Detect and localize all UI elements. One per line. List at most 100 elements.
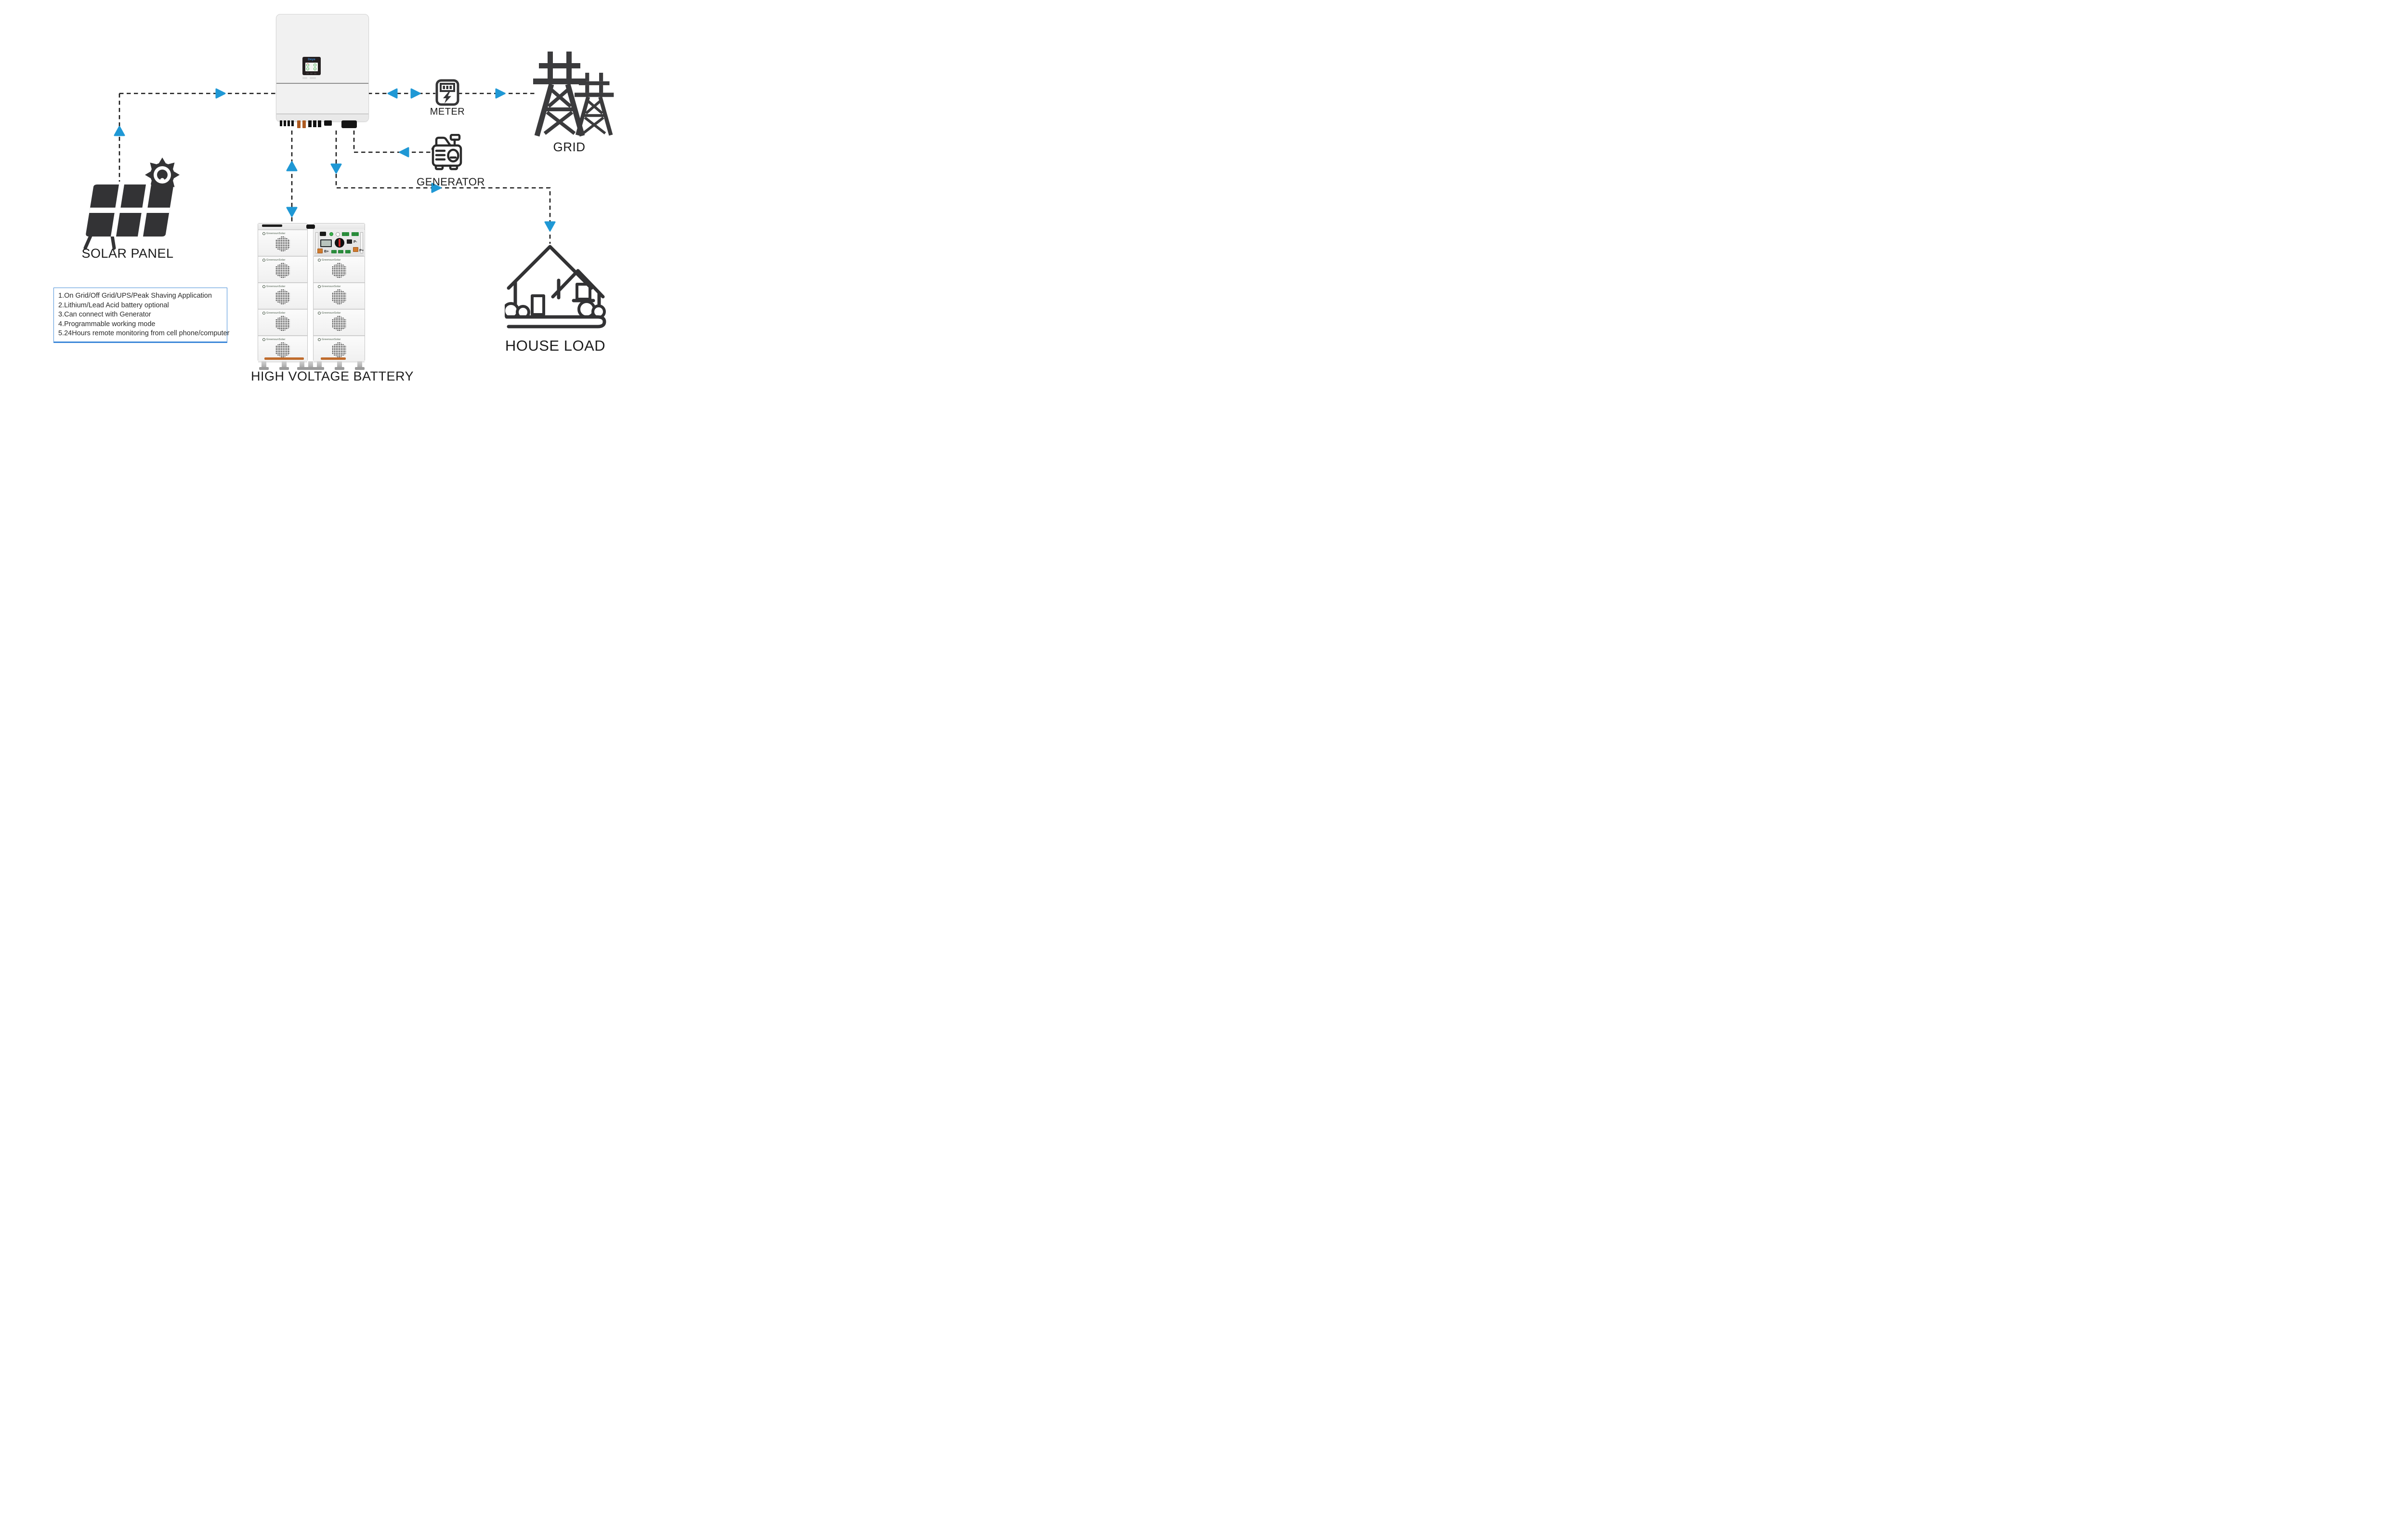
- vent-hexagon-icon: [275, 289, 290, 305]
- brand-text: GreensunSolar: [266, 338, 286, 341]
- connection-lines: [114, 88, 556, 244]
- vent-hexagon-icon: [332, 315, 346, 332]
- inverter-brand-logo: Deye: [308, 58, 315, 61]
- p-plus-label: P+: [359, 248, 364, 252]
- b-plus-terminal: [317, 249, 323, 253]
- touch-button: [306, 73, 309, 74]
- flow-arrow-right-icon: [215, 88, 226, 99]
- vent-hexagon-icon: [332, 289, 346, 305]
- leveling-foot: [297, 361, 307, 370]
- green-terminal-block: [338, 250, 343, 253]
- inverter-seam: [276, 83, 368, 84]
- brand-text: GreensunSolar: [322, 259, 341, 262]
- brand-text: GreensunSolar: [266, 312, 286, 315]
- inverter-label-tag: [310, 77, 316, 79]
- control-handle: [360, 232, 363, 253]
- wire-generator: [353, 131, 432, 153]
- battery-tower-left: GreensunSolar GreensunSolar GreensunSola…: [258, 223, 308, 362]
- inter-tower-cable: [306, 224, 315, 229]
- green-terminal-block: [345, 250, 351, 253]
- leveling-foot: [279, 361, 289, 370]
- battery-brand-logo: GreensunSolar: [262, 259, 286, 262]
- battery-module: GreensunSolar: [258, 283, 307, 309]
- control-handle: [315, 232, 318, 253]
- vent-hexagon-icon: [275, 236, 290, 252]
- solar-panel-icon: [83, 158, 180, 250]
- green-terminal-block: [352, 232, 359, 236]
- flow-arrow-right-icon: [410, 88, 421, 99]
- flow-arrow-down-icon: [286, 207, 298, 217]
- generator-label: GENERATOR: [417, 176, 485, 188]
- battery-feet: [258, 361, 365, 371]
- battery-brand-logo: GreensunSolar: [262, 312, 286, 315]
- generator-foot: [449, 164, 458, 171]
- brand-text: GreensunSolar: [322, 338, 341, 341]
- grid-label: GRID: [553, 140, 586, 154]
- green-terminal-block: [342, 232, 349, 236]
- power-led: [329, 232, 333, 236]
- flow-arrows: [114, 88, 556, 232]
- vent-hexagon-icon: [275, 315, 290, 332]
- leveling-foot: [306, 361, 315, 370]
- battery-control-module: P- B+ P+: [314, 229, 364, 256]
- battery-module: GreensunSolar: [314, 309, 365, 336]
- mc4-orange-connector: [297, 120, 301, 128]
- battery-brand-logo: GreensunSolar: [318, 285, 341, 288]
- comm-port: [320, 232, 326, 236]
- battery-module: GreensunSolar: [258, 309, 307, 336]
- transmission-tower-small: [575, 73, 614, 135]
- vent-hexagon-icon: [275, 342, 290, 358]
- brand-dot-icon: [262, 259, 265, 262]
- battery-module: GreensunSolar: [314, 283, 365, 309]
- big-roof: [507, 245, 593, 290]
- battery-module: GreensunSolar: [258, 230, 307, 256]
- flow-arrow-left-icon: [387, 88, 398, 99]
- feature-line: 5.24Hours remote monitoring from cell ph…: [58, 329, 230, 337]
- inverter-display: [305, 63, 318, 71]
- brand-dot-icon: [318, 312, 321, 315]
- generator-body: [432, 144, 462, 167]
- inverter-screen: Deye: [302, 57, 321, 75]
- black-connector: [318, 120, 321, 127]
- generator-icon: [432, 134, 462, 171]
- ac-gland-connector: [341, 120, 357, 128]
- display-screen: [321, 240, 331, 246]
- battery-brand-logo: GreensunSolar: [318, 312, 341, 315]
- touch-button: [310, 73, 313, 74]
- brand-text: GreensunSolar: [266, 285, 286, 288]
- brand-dot-icon: [318, 259, 321, 262]
- brand-text: GreensunSolar: [322, 285, 341, 288]
- diagram-canvas: Deye: [0, 0, 685, 385]
- battery-module: GreensunSolar: [314, 256, 365, 283]
- panel-legs: [83, 234, 116, 250]
- inverter-connectors: [276, 120, 368, 132]
- battery-label: HIGH VOLTAGE BATTERY: [250, 369, 414, 383]
- battery-brand-logo: GreensunSolar: [318, 259, 341, 262]
- pv-pin-connector: [284, 120, 286, 126]
- ground-lines: [505, 315, 606, 329]
- house-load-icon: [505, 245, 610, 329]
- panel-grid-lines: [86, 184, 173, 237]
- flow-arrow-up-icon: [114, 126, 125, 136]
- meter-label: METER: [430, 106, 465, 117]
- flow-arrow-up-icon: [286, 161, 298, 171]
- vent-hexagon-icon: [275, 262, 290, 279]
- brand-dot-icon: [262, 232, 265, 235]
- bushes: [505, 300, 610, 325]
- features-box: 1.On Grid/Off Grid/UPS/Peak Shaving Appl…: [53, 288, 230, 343]
- p-minus-label: P-: [353, 239, 357, 244]
- leveling-foot: [314, 361, 324, 370]
- display-gauge-icon: [314, 67, 316, 70]
- battery-brand-logo: GreensunSolar: [262, 285, 286, 288]
- feature-line: 3.Can connect with Generator: [58, 311, 151, 318]
- battery-brand-logo: GreensunSolar: [262, 232, 286, 235]
- pv-pin-connector: [280, 120, 282, 126]
- black-connector: [313, 120, 316, 127]
- battery-module: GreensunSolar: [258, 256, 307, 283]
- display-gauge-icon: [306, 67, 309, 70]
- battery-tower-right: P- B+ P+ GreensunSolar GreensunSolar Gre…: [313, 223, 365, 362]
- brand-text: GreensunSolar: [266, 232, 286, 235]
- feature-line: 1.On Grid/Off Grid/UPS/Peak Shaving Appl…: [58, 292, 212, 300]
- comm-connector: [324, 120, 332, 126]
- flow-arrow-left-icon: [399, 147, 409, 158]
